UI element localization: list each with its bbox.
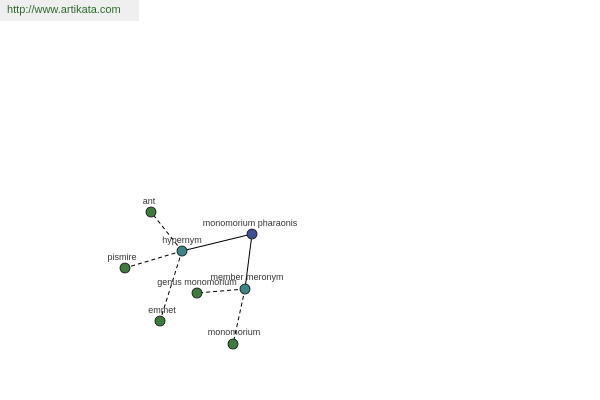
node-dot-genus-monomorium[interactable] — [191, 287, 203, 299]
node-monomorium-pharaonis[interactable]: monomorium pharaonis — [203, 218, 298, 240]
edge-monomorium-pharaonis-to-member-meronym — [244, 233, 253, 290]
edges-layer — [124, 211, 253, 345]
node-label-monomorium[interactable]: monomorium — [208, 327, 261, 337]
node-dot-member-meronym[interactable] — [239, 283, 251, 295]
node-member-meronym[interactable]: member meronym — [210, 272, 284, 295]
node-label-monomorium-pharaonis[interactable]: monomorium pharaonis — [203, 218, 298, 228]
site-url-bar: http://www.artikata.com — [0, 0, 139, 21]
node-label-member-meronym[interactable]: member meronym — [210, 272, 283, 282]
node-dot-monomorium-pharaonis[interactable] — [246, 228, 258, 240]
edge-hypernym-to-ant — [150, 211, 183, 252]
node-monomorium[interactable]: monomorium — [208, 327, 261, 350]
edge-hypernym-to-pismire — [124, 250, 183, 269]
node-hypernym[interactable]: hypernym — [162, 235, 202, 257]
node-label-pismire[interactable]: pismire — [107, 252, 136, 262]
node-emmet[interactable]: emmet — [148, 305, 176, 327]
node-ant[interactable]: ant — [143, 196, 157, 218]
node-genus-monomorium[interactable]: genus monomorium — [157, 277, 237, 299]
node-label-hypernym[interactable]: hypernym — [162, 235, 202, 245]
edge-member-meronym-to-genus-monomorium — [196, 288, 246, 294]
node-label-emmet[interactable]: emmet — [148, 305, 176, 315]
node-dot-pismire[interactable] — [119, 262, 131, 274]
node-dot-emmet[interactable] — [154, 315, 166, 327]
node-label-ant[interactable]: ant — [143, 196, 156, 206]
node-dot-ant[interactable] — [145, 206, 157, 218]
node-label-genus-monomorium[interactable]: genus monomorium — [157, 277, 237, 287]
edge-member-meronym-to-monomorium — [232, 288, 246, 345]
node-dot-hypernym[interactable] — [176, 245, 188, 257]
edge-monomorium-pharaonis-to-hypernym — [181, 233, 253, 252]
site-url-link[interactable]: http://www.artikata.com — [7, 4, 121, 16]
node-pismire[interactable]: pismire — [107, 252, 137, 274]
node-dot-monomorium[interactable] — [227, 338, 239, 350]
edge-hypernym-to-emmet — [159, 250, 183, 322]
